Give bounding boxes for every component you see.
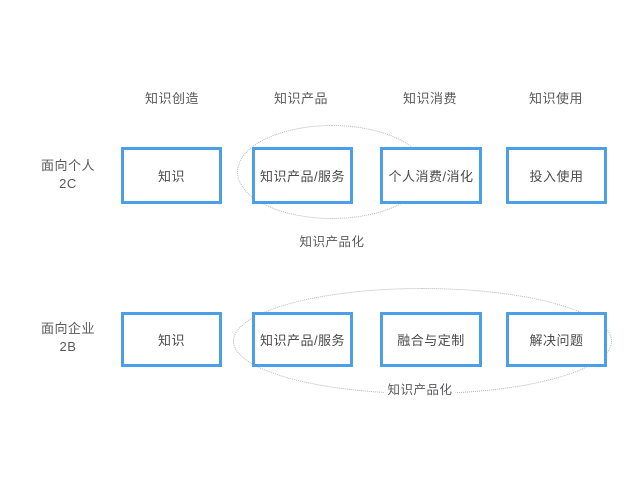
row-label-2c: 面向个人 2C xyxy=(41,157,95,193)
node-2c-personal-consumption[interactable]: 个人消费/消化 xyxy=(380,147,482,204)
node-2c-knowledge-product-service[interactable]: 知识产品/服务 xyxy=(252,147,353,204)
node-2b-solve-problem[interactable]: 解决问题 xyxy=(506,312,607,367)
group-caption-2c: 知识产品化 xyxy=(299,235,365,249)
node-2c-knowledge[interactable]: 知识 xyxy=(121,147,222,204)
node-2c-put-into-use[interactable]: 投入使用 xyxy=(506,147,607,204)
row-label-2b: 面向企业 2B xyxy=(41,320,95,356)
node-2b-knowledge-product-service[interactable]: 知识产品/服务 xyxy=(252,312,353,367)
row-label-2c-line1: 面向个人 xyxy=(40,158,96,173)
row-label-2b-line2: 2B xyxy=(59,339,77,354)
node-2b-integration-customization[interactable]: 融合与定制 xyxy=(380,312,482,367)
column-header-knowledge-consumption: 知识消费 xyxy=(402,91,458,106)
column-header-knowledge-product: 知识产品 xyxy=(273,91,329,106)
column-header-knowledge-creation: 知识创造 xyxy=(144,91,200,106)
node-2b-knowledge[interactable]: 知识 xyxy=(121,312,222,367)
row-label-2b-line1: 面向企业 xyxy=(40,321,96,336)
row-label-2c-line2: 2C xyxy=(59,176,77,191)
column-header-knowledge-usage: 知识使用 xyxy=(528,91,584,106)
group-caption-2b: 知识产品化 xyxy=(384,379,456,398)
